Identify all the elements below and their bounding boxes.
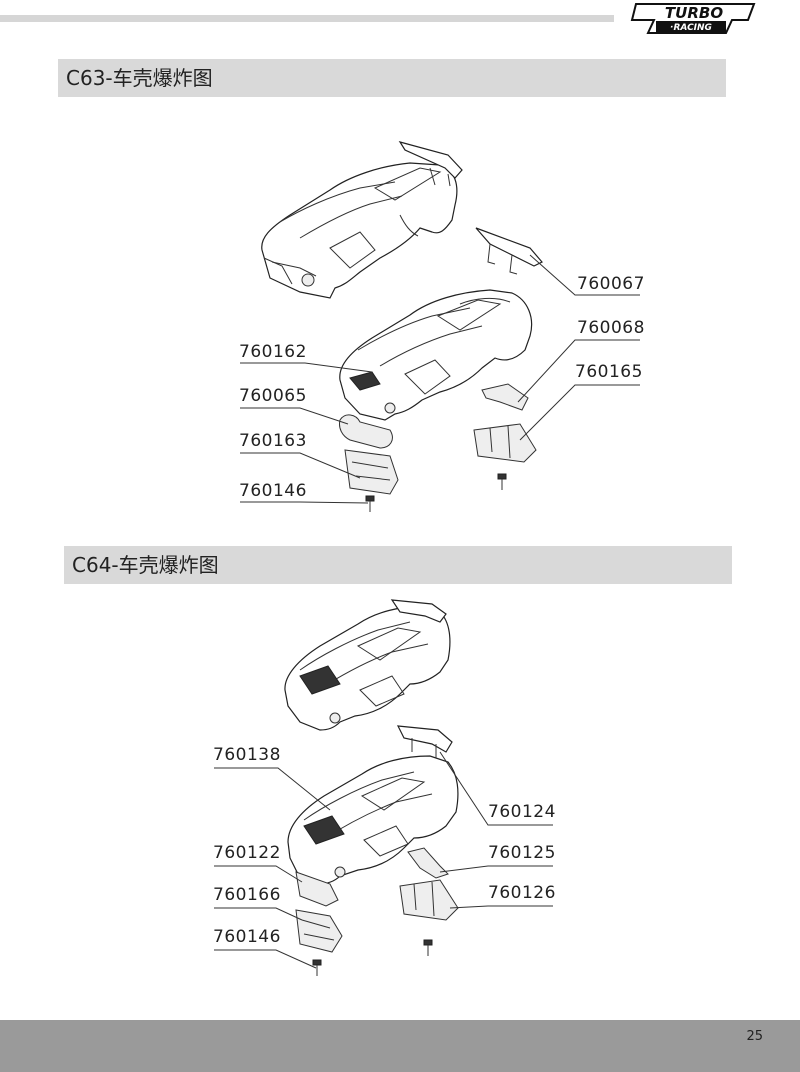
c63-part-760163	[344, 449, 399, 495]
section-title-c63: C63-车壳爆炸图	[58, 59, 726, 97]
c63-wing-part	[475, 227, 543, 275]
c64-part-760122	[295, 871, 339, 907]
c63-exploded-diagram: 760067 760068 760162 760165 760065 76016…	[0, 110, 800, 530]
c63-exploded-body	[339, 289, 533, 421]
turbo-racing-logo: TURBO ·RACING	[630, 3, 756, 34]
c63-assembled-body	[261, 141, 463, 299]
c63-screw-right	[497, 473, 507, 490]
c63-label-760163: 760163	[239, 431, 307, 451]
c64-label-760166: 760166	[213, 885, 281, 905]
c63-part-760065	[339, 414, 393, 449]
top-rule	[0, 15, 614, 22]
section-title-c64: C64-车壳爆炸图	[64, 546, 732, 584]
c64-exploded-body	[287, 755, 459, 885]
c64-part-760126	[399, 879, 459, 921]
c63-label-760068: 760068	[577, 318, 645, 338]
c64-label-760122: 760122	[213, 843, 281, 863]
logo-word-1: TURBO	[665, 4, 723, 22]
c64-label-760124: 760124	[488, 802, 556, 822]
c64-screw-left	[312, 959, 322, 976]
page-number: 25	[746, 1029, 763, 1044]
c64-exploded-diagram: 760138 760124 760122 760125 760166 76012…	[0, 585, 800, 995]
c64-wing-part	[396, 725, 453, 758]
c63-label-760146: 760146	[239, 481, 307, 501]
c63-part-760165	[473, 423, 537, 463]
c64-label-760138: 760138	[213, 745, 281, 765]
c64-part-760166	[295, 909, 343, 953]
c64-screw-right	[423, 939, 433, 956]
c63-label-760165: 760165	[575, 362, 643, 382]
c64-label-760146: 760146	[213, 927, 281, 947]
c64-assembled-body	[284, 599, 451, 731]
c63-label-760067: 760067	[577, 274, 645, 294]
c64-label-760126: 760126	[488, 883, 556, 903]
c63-label-760162: 760162	[239, 342, 307, 362]
c63-part-760068	[481, 383, 529, 411]
c63-label-760065: 760065	[239, 386, 307, 406]
c64-label-760125: 760125	[488, 843, 556, 863]
logo-word-2: ·RACING	[670, 23, 712, 33]
footer-bar: 25	[0, 1020, 800, 1072]
c63-screw-left	[365, 495, 375, 512]
c64-part-760125	[407, 847, 449, 879]
